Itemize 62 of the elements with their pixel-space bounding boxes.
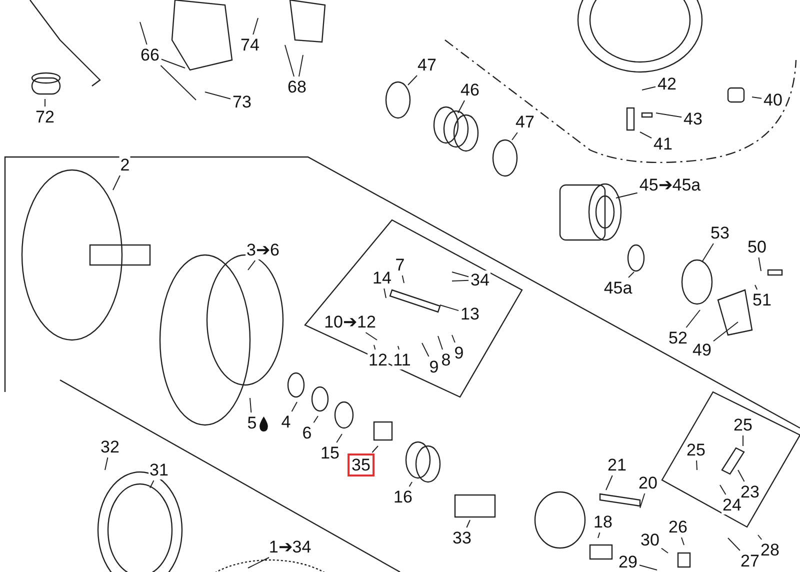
leader-line xyxy=(291,402,298,412)
leader-line xyxy=(248,557,270,568)
leader-line xyxy=(702,243,714,262)
leader-line xyxy=(402,275,404,284)
leader-line xyxy=(458,100,466,114)
leader-line xyxy=(252,18,258,35)
leader-line xyxy=(384,288,386,298)
callout-number: 31 xyxy=(148,460,170,480)
leader-line xyxy=(408,75,418,86)
leader-line xyxy=(758,257,762,272)
leader-line xyxy=(160,58,186,68)
callout-number: 3➔6 xyxy=(246,240,280,260)
leader-line xyxy=(712,322,738,342)
leader-line xyxy=(422,342,430,357)
leader-line xyxy=(660,548,668,554)
leader-line xyxy=(720,484,726,495)
leader-line xyxy=(681,537,684,546)
leader-line xyxy=(438,336,443,350)
leader-line xyxy=(398,346,400,350)
leader-line xyxy=(598,532,600,538)
leader-line xyxy=(728,538,740,551)
leader-line xyxy=(44,98,46,107)
leader-line xyxy=(640,493,646,508)
leader-line xyxy=(160,65,196,100)
leader-line xyxy=(112,175,120,190)
leader-line xyxy=(250,398,252,413)
callout-number: 24 xyxy=(722,496,742,514)
leader-line xyxy=(754,284,758,290)
leader-line xyxy=(752,96,762,99)
leader-line xyxy=(408,482,412,487)
leader-line xyxy=(638,564,658,570)
callout-number: 35 xyxy=(348,454,374,476)
leader-line xyxy=(742,435,744,446)
leader-line xyxy=(628,272,634,278)
leader-line xyxy=(656,112,682,118)
leader-line xyxy=(336,434,342,443)
leader-line xyxy=(686,310,700,328)
leader-line xyxy=(606,475,613,490)
leader-line xyxy=(758,534,762,540)
leader-line xyxy=(696,460,698,470)
leader-line xyxy=(150,480,154,488)
leader-line xyxy=(512,132,518,140)
leader-line xyxy=(104,457,108,470)
leader-line xyxy=(640,132,652,139)
leader-line xyxy=(204,92,232,100)
leader-line xyxy=(248,260,256,270)
leader-line xyxy=(466,520,470,528)
leader-line xyxy=(738,470,745,482)
leader-line xyxy=(284,44,294,77)
leader-line xyxy=(374,344,376,350)
leader-line xyxy=(440,304,460,312)
leader-line xyxy=(452,334,456,343)
callout-number: 11 xyxy=(392,350,412,370)
leader-line xyxy=(298,54,304,77)
leader-line xyxy=(642,86,656,90)
leader-line xyxy=(616,192,638,198)
leader-line xyxy=(372,446,378,453)
leader-line xyxy=(365,332,378,340)
leader-line xyxy=(313,416,318,424)
leader-line xyxy=(452,280,470,282)
leader-line xyxy=(140,22,148,45)
leader-line xyxy=(452,272,470,278)
